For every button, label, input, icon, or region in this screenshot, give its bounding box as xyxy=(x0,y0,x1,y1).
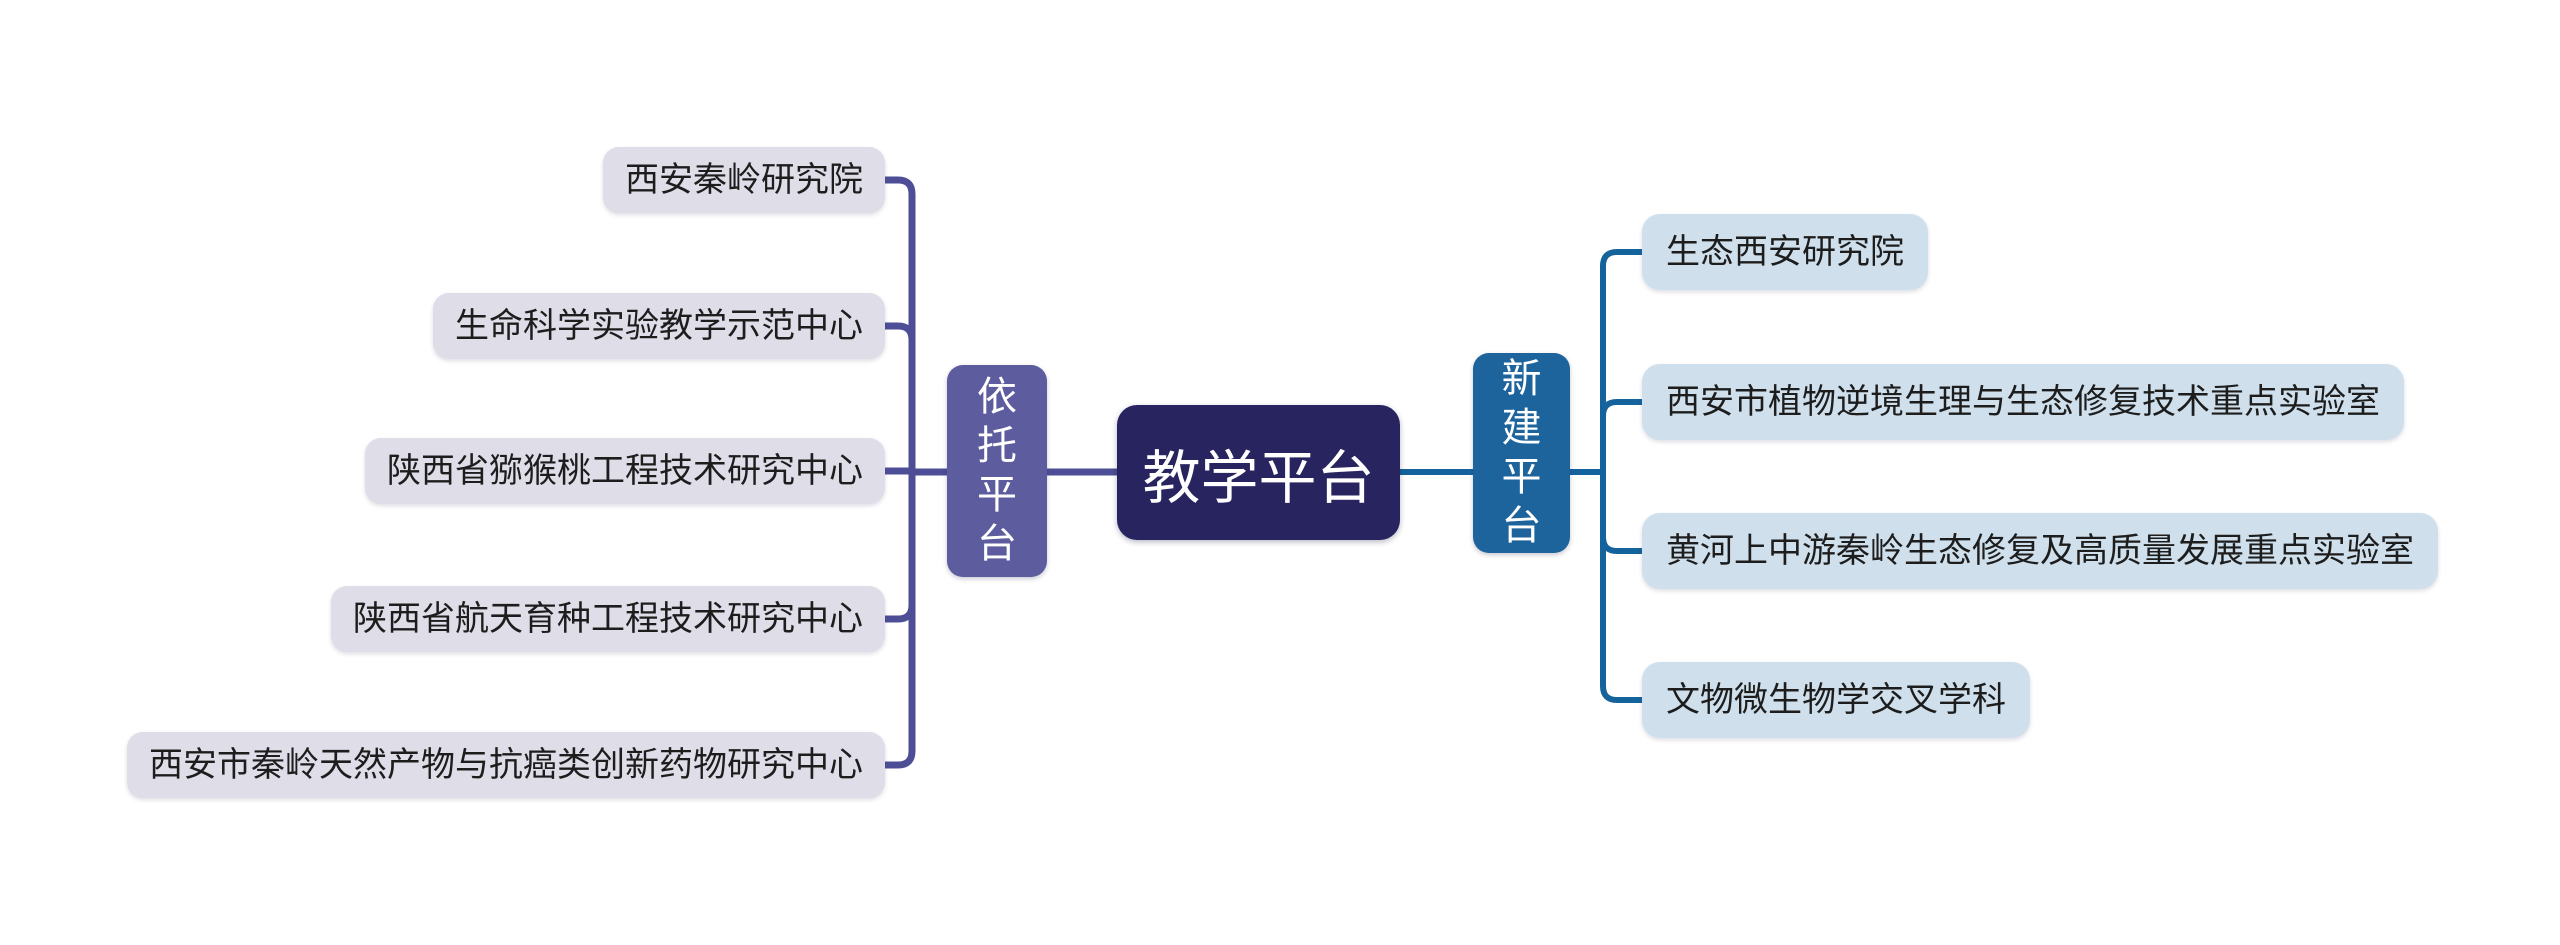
right-topic-4-label: 文物微生物学交叉学科 xyxy=(1666,681,2006,719)
left-topic-4-label: 陕西省航天育种工程技术研究中心 xyxy=(353,600,863,638)
left-topic-2-label: 生命科学实验教学示范中心 xyxy=(455,307,863,345)
left-topic-5-label: 西安市秦岭天然产物与抗癌类创新药物研究中心 xyxy=(149,746,863,784)
right-topic-3-label: 黄河上中游秦岭生态修复及高质量发展重点实验室 xyxy=(1666,532,2414,570)
left-topic-4[interactable]: 陕西省航天育种工程技术研究中心 xyxy=(331,586,885,652)
right-topic-2-label: 西安市植物逆境生理与生态修复技术重点实验室 xyxy=(1666,383,2380,421)
right-topic-4[interactable]: 文物微生物学交叉学科 xyxy=(1642,662,2030,738)
branch-node-supporting-platform-label: 依托平台 xyxy=(977,375,1017,566)
left-topic-2[interactable]: 生命科学实验教学示范中心 xyxy=(433,293,885,359)
right-topic-2[interactable]: 西安市植物逆境生理与生态修复技术重点实验室 xyxy=(1642,364,2404,440)
right-topic-1-label: 生态西安研究院 xyxy=(1666,233,1904,271)
left-topic-3[interactable]: 陕西省猕猴桃工程技术研究中心 xyxy=(365,438,885,504)
branch-node-new-platform[interactable]: 新建平台 xyxy=(1473,353,1570,553)
root-node[interactable]: 教学平台 xyxy=(1117,405,1400,540)
left-topic-1[interactable]: 西安秦岭研究院 xyxy=(603,147,885,213)
right-topic-1[interactable]: 生态西安研究院 xyxy=(1642,214,1928,290)
left-topic-3-label: 陕西省猕猴桃工程技术研究中心 xyxy=(387,452,863,490)
branch-node-supporting-platform[interactable]: 依托平台 xyxy=(947,365,1047,577)
left-topic-5[interactable]: 西安市秦岭天然产物与抗癌类创新药物研究中心 xyxy=(127,732,885,798)
right-topic-3[interactable]: 黄河上中游秦岭生态修复及高质量发展重点实验室 xyxy=(1642,513,2438,589)
root-node-label: 教学平台 xyxy=(1142,445,1375,511)
branch-node-new-platform-label: 新建平台 xyxy=(1501,357,1542,548)
left-topic-1-label: 西安秦岭研究院 xyxy=(625,161,863,199)
